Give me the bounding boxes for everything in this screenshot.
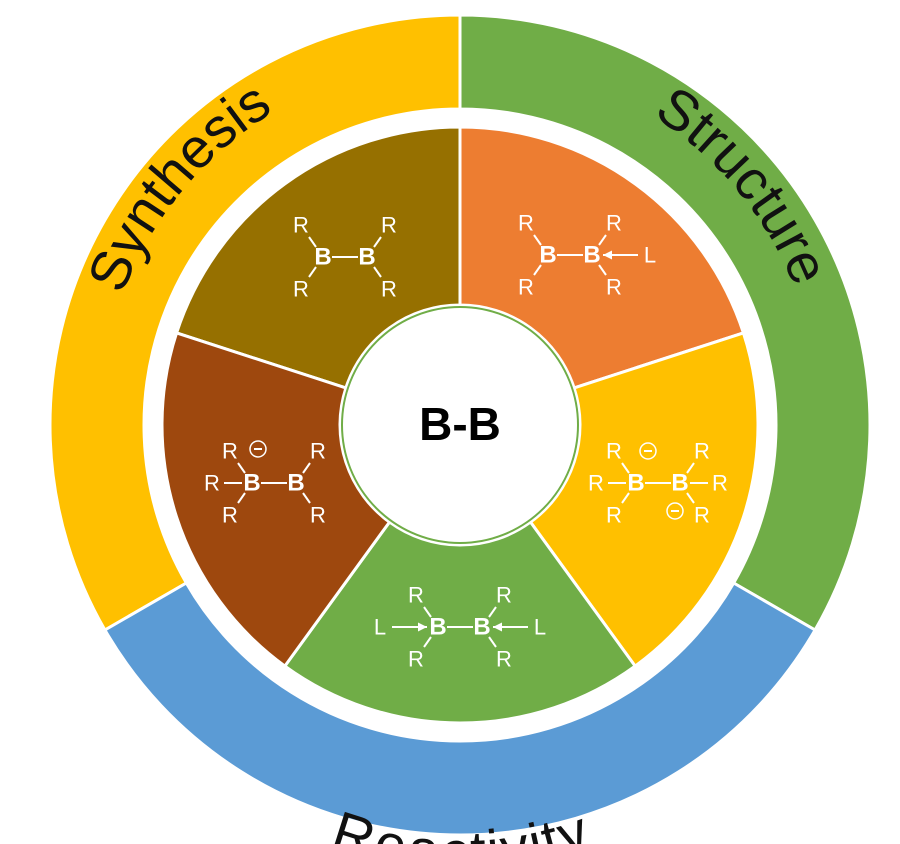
boron-atom: B: [429, 614, 446, 641]
dative-bond-arrow: [392, 622, 427, 632]
ligand-l: L: [374, 615, 386, 640]
boron-atom: B: [583, 242, 600, 269]
boron-atom: B: [671, 470, 688, 497]
inner-segment-mono-adduct: [458, 125, 746, 390]
b-r-bond: [308, 236, 317, 248]
r-group: R: [310, 503, 326, 528]
r-group: R: [496, 647, 512, 672]
inner-segment-neutral-diborane: [174, 125, 462, 390]
r-group: R: [588, 471, 604, 496]
b-r-bond: [533, 234, 542, 246]
r-group: R: [293, 277, 309, 302]
r-group: R: [408, 647, 424, 672]
r-group: R: [606, 211, 622, 236]
outer-ring: [48, 13, 872, 837]
negative-charge: [639, 442, 657, 460]
r-group: R: [606, 503, 622, 528]
boron-atom: B: [287, 470, 304, 497]
center-disc: [341, 306, 579, 544]
r-group: R: [694, 439, 710, 464]
b-r-bond: [308, 266, 317, 278]
dative-bond-arrow: [603, 250, 638, 260]
r-group: R: [606, 275, 622, 300]
r-group: R: [204, 471, 220, 496]
r-group: R: [310, 439, 326, 464]
b-r-bond: [302, 462, 311, 474]
b-r-bond: [423, 636, 432, 648]
b-r-bond: [488, 606, 497, 618]
r-group: R: [606, 439, 622, 464]
b-r-bond: [373, 236, 382, 248]
b-r-bond: [598, 264, 607, 276]
b-r-bond: [237, 492, 246, 504]
boron-atom: B: [627, 470, 644, 497]
inner-segment-monoanion: [160, 331, 392, 669]
outer-segment-synthesis: [48, 13, 462, 633]
boron-atom: B: [539, 242, 556, 269]
r-group: R: [496, 583, 512, 608]
r-group: R: [518, 211, 534, 236]
r-group: R: [222, 503, 238, 528]
inner-segments: [160, 125, 760, 725]
b-r-bond: [423, 606, 432, 618]
b-r-bond: [686, 462, 695, 474]
r-group: R: [712, 471, 728, 496]
r-group: R: [408, 583, 424, 608]
r-group: R: [518, 275, 534, 300]
outer-segment-reactivity: [102, 580, 818, 837]
b-r-bond: [373, 266, 382, 278]
b-r-bond: [488, 636, 497, 648]
inner-segment-dianion: [528, 331, 760, 669]
b-r-bond: [621, 462, 630, 474]
r-group: R: [381, 277, 397, 302]
outer-segment-structure: [458, 13, 872, 633]
b-r-bond: [237, 462, 246, 474]
inner-segment-bis-adduct: [282, 519, 638, 725]
negative-charge: [249, 440, 267, 458]
r-group: R: [222, 439, 238, 464]
negative-charge: [666, 502, 684, 520]
boron-atom: B: [473, 614, 490, 641]
r-group: R: [694, 503, 710, 528]
b-r-bond: [686, 492, 695, 504]
center-label: B-B: [419, 398, 501, 450]
dative-bond-arrow: [493, 622, 528, 632]
boron-atom: B: [314, 244, 331, 271]
boron-atom: B: [358, 244, 375, 271]
b-r-bond: [621, 492, 630, 504]
r-group: R: [381, 213, 397, 238]
ligand-l: L: [534, 615, 546, 640]
ligand-l: L: [644, 243, 656, 268]
boron-atom: B: [243, 470, 260, 497]
r-group: R: [293, 213, 309, 238]
b-r-bond: [533, 264, 542, 276]
b-r-bond: [302, 492, 311, 504]
b-r-bond: [598, 234, 607, 246]
